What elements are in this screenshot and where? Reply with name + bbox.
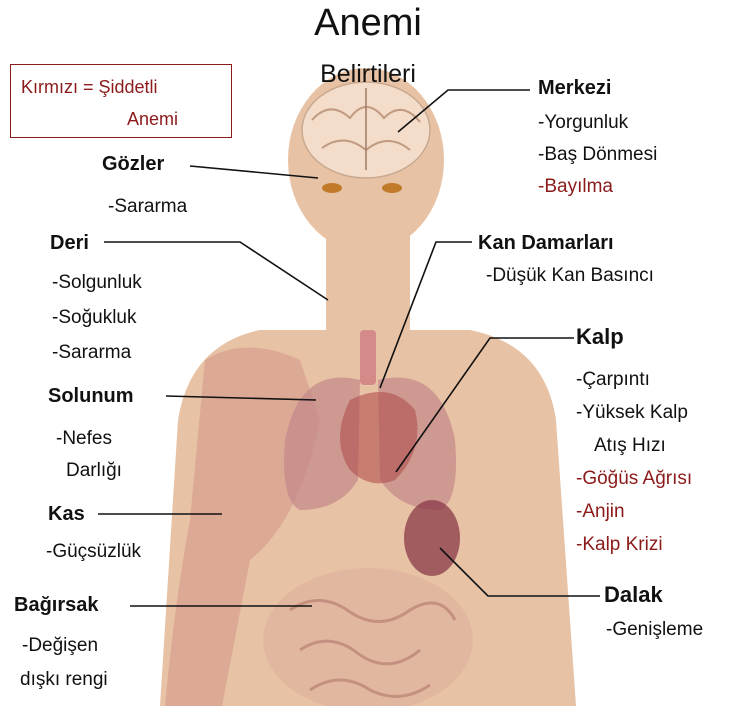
group-title-kas: Kas xyxy=(48,504,85,524)
symptom-sogukluk: -Soğukluk xyxy=(52,308,137,327)
group-title-kalp: Kalp xyxy=(576,326,624,348)
legend-line-2: Anemi xyxy=(127,109,178,130)
group-title-solunum: Solunum xyxy=(48,386,134,406)
legend-line-1: Kırmızı = Şiddetli xyxy=(21,77,158,98)
group-title-merkezi: Merkezi xyxy=(538,78,611,98)
symptom-kalp-krizi: -Kalp Krizi xyxy=(576,535,663,554)
symptom-gozler-sararma: -Sararma xyxy=(108,197,187,216)
symptom-yuksek-kalp: -Yüksek Kalp xyxy=(576,403,688,422)
symptom-bayilma: -Bayılma xyxy=(538,177,613,196)
symptom-bas-donmesi: -Baş Dönmesi xyxy=(538,145,657,164)
symptom-gogus-agrisi: -Göğüs Ağrısı xyxy=(576,469,692,488)
group-title-dalak: Dalak xyxy=(604,584,663,606)
brain xyxy=(302,82,430,178)
symptom-atis-hizi: Atış Hızı xyxy=(594,436,666,455)
symptom-anjin: -Anjin xyxy=(576,502,625,521)
diagram-title: Anemi xyxy=(0,4,736,42)
group-title-deri: Deri xyxy=(50,233,89,253)
group-title-gozler: Gözler xyxy=(102,154,164,174)
group-title-bagirsak: Bağırsak xyxy=(14,595,99,615)
symptom-diski-rengi: dışkı rengi xyxy=(20,670,108,689)
symptom-nefes: -Nefes xyxy=(56,429,112,448)
eye-right xyxy=(382,183,402,193)
symptom-darligi: Darlığı xyxy=(66,461,122,480)
symptom-yorgunluk: -Yorgunluk xyxy=(538,113,628,132)
symptom-degisen: -Değişen xyxy=(22,636,98,655)
symptom-genisleme: -Genişleme xyxy=(606,620,703,639)
symptom-dusuk-kan-basinci: -Düşük Kan Basıncı xyxy=(486,266,654,285)
symptom-deri-sararma: -Sararma xyxy=(52,343,131,362)
group-title-kan-damarlari: Kan Damarları xyxy=(478,233,614,253)
symptom-gucsuzluk: -Güçsüzlük xyxy=(46,542,141,561)
eye-left xyxy=(322,183,342,193)
trachea xyxy=(360,330,376,385)
spleen xyxy=(404,500,460,576)
symptom-carpinti: -Çarpıntı xyxy=(576,370,650,389)
severity-legend: Kırmızı = Şiddetli Anemi xyxy=(10,64,232,138)
symptom-solgunluk: -Solgunluk xyxy=(52,273,142,292)
intestine xyxy=(263,568,473,706)
